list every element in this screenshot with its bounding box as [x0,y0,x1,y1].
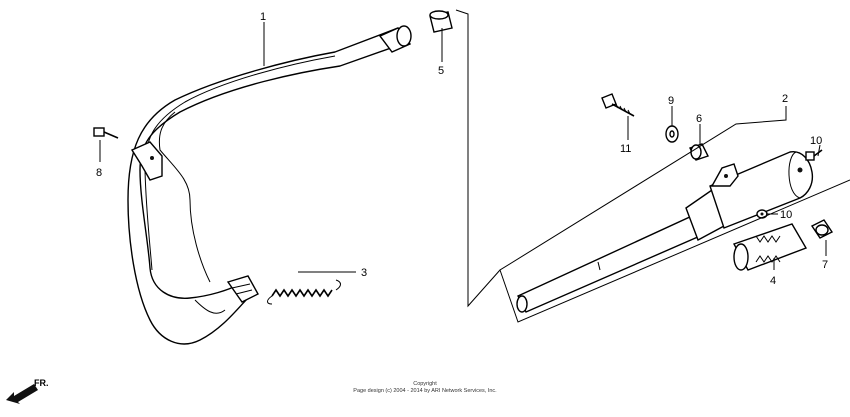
callout-10-upper: 10 [810,135,822,147]
muffler-assembly[interactable] [516,151,814,313]
callout-11: 11 [620,143,631,155]
callout-2: 2 [782,93,788,105]
front-direction-indicator: FR. [6,378,49,404]
copyright-text: Page design (c) 2004 - 2014 by ARI Netwo… [353,388,497,394]
front-label: FR. [34,378,49,388]
copyright-notice: Copyright Page design (c) 2004 - 2014 by… [330,381,520,395]
callout-9: 9 [668,95,674,107]
collar-6[interactable] [689,143,709,161]
callout-4: 4 [770,275,776,287]
silencer-packing[interactable] [732,223,808,271]
flange-bolt-8[interactable] [93,127,119,139]
callout-6: 6 [696,113,702,125]
callout-10-lower: 10 [780,209,792,221]
callout-5: 5 [438,65,444,77]
screw-10-upper[interactable] [805,149,823,161]
leader-lines [99,9,850,323]
callout-8: 8 [96,167,102,179]
washer-9[interactable] [665,125,679,143]
callout-1: 1 [260,11,266,23]
exhaust-pipe[interactable] [127,25,412,345]
callout-3: 3 [361,267,367,279]
front-arrow-icon [6,384,38,404]
exhaust-spring[interactable] [267,279,341,305]
callout-7: 7 [822,259,828,271]
copyright-title: Copyright [413,381,437,387]
screw-10-lower[interactable] [756,209,768,219]
bolt-11[interactable] [601,93,635,117]
joint-rubber[interactable] [429,10,453,33]
bolt-7[interactable] [810,219,834,239]
